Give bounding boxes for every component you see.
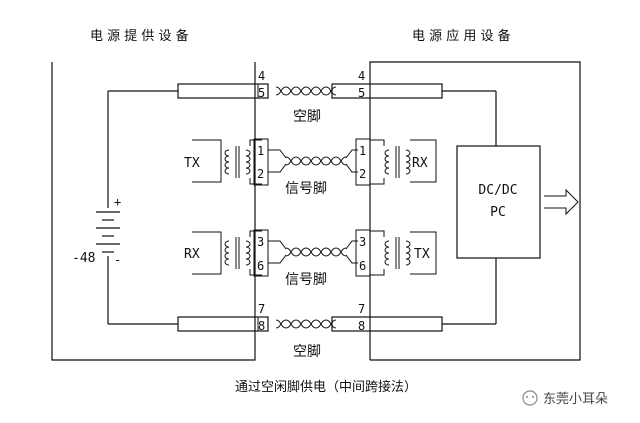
- spare-cable-right: [331, 83, 443, 99]
- rx-right: RX: [412, 156, 428, 171]
- signal-pair-3-6: RX 3 6 3 6 TX 信号脚: [184, 229, 437, 288]
- pin-8-right: 8: [358, 319, 365, 333]
- left-device-box: [51, 62, 256, 361]
- watermark-text: 东莞小耳朵: [543, 392, 608, 407]
- pin-2-right: 2: [359, 167, 366, 181]
- converter-line1: DC/DC: [478, 183, 517, 198]
- watermark: 东莞小耳朵: [522, 390, 608, 407]
- pin-8-left: 8: [258, 319, 265, 333]
- pin-5-right: 5: [358, 86, 365, 100]
- output-arrow-icon: [544, 188, 579, 216]
- pin-1-left: 1: [257, 144, 264, 158]
- pin-1-right: 1: [359, 144, 366, 158]
- figure-caption: 通过空闲脚供电（中间跨接法）: [235, 379, 417, 395]
- right-device-title: 电 源 应 用 设 备: [412, 28, 511, 44]
- pin-3-right: 3: [359, 235, 366, 249]
- signal-pair-1-2: TX 1 2 1 2 RX 信号脚: [184, 138, 437, 197]
- wechat-icon: [522, 390, 538, 406]
- rx-left: RX: [184, 247, 200, 262]
- battery-plus: +: [114, 195, 121, 209]
- right-device-box: [369, 61, 581, 361]
- left-device-title: 电 源 提 供 设 备: [90, 28, 189, 44]
- pin-6-left: 6: [257, 259, 264, 273]
- signal-pair-label-top: 信号脚: [285, 181, 327, 197]
- battery-voltage: -48: [72, 251, 95, 266]
- spare-pair-top: 4 5 4 5 空脚: [108, 69, 496, 125]
- converter-line2: PC: [490, 205, 506, 220]
- spare-pair-bottom: 7 8 7 8 空脚: [108, 302, 496, 360]
- spare-pair-label-bottom: 空脚: [293, 344, 321, 360]
- pin-6-right: 6: [359, 259, 366, 273]
- pin-2-left: 2: [257, 167, 264, 181]
- pin-7-right: 7: [358, 302, 365, 316]
- pin-3-left: 3: [257, 235, 264, 249]
- pin-4-left: 4: [258, 69, 265, 83]
- battery-minus: -: [114, 253, 121, 267]
- pin-4-right: 4: [358, 69, 365, 83]
- signal-pair-label-bottom: 信号脚: [285, 272, 327, 288]
- spare-pair-label-top: 空脚: [293, 109, 321, 125]
- tx-right: TX: [414, 247, 430, 262]
- tx-left: TX: [184, 156, 200, 171]
- pin-7-left: 7: [258, 302, 265, 316]
- battery: + - -48: [72, 91, 121, 324]
- dcdc-converter: DC/DC PC: [456, 91, 579, 324]
- pin-5-left: 5: [258, 86, 265, 100]
